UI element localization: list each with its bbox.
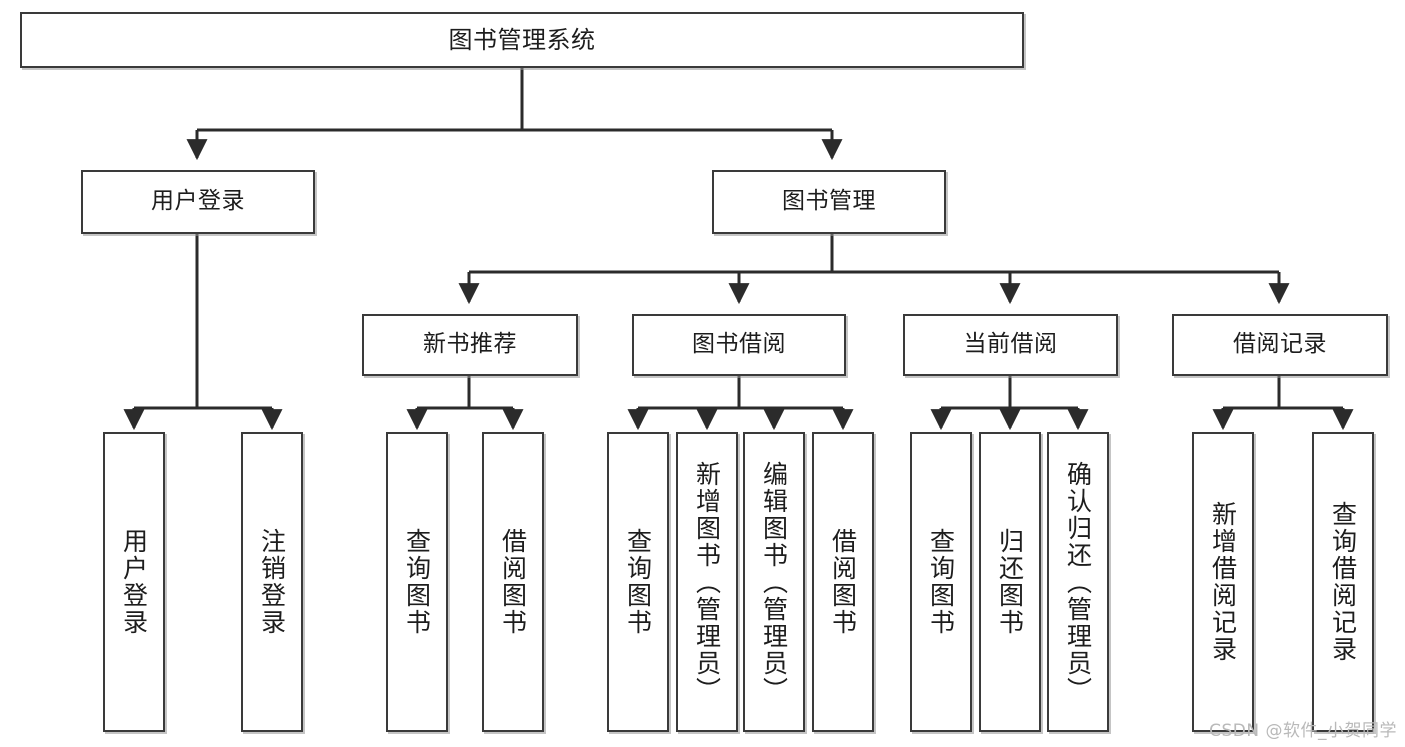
leaf-user-login-label: 用户登录 [119,528,149,636]
node-new-book-recommend[interactable]: 新书推荐 [362,314,578,376]
leaf-logout-login-label: 注销登录 [257,528,287,636]
leaf-query-book-3[interactable]: 查询图书 [910,432,972,732]
node-user-login[interactable]: 用户登录 [81,170,315,234]
leaf-query-book-1[interactable]: 查询图书 [386,432,448,732]
leaf-query-book-1-label: 查询图书 [402,528,432,636]
leaf-query-book-3-label: 查询图书 [926,528,956,636]
node-book-borrow[interactable]: 图书借阅 [632,314,846,376]
leaf-user-login[interactable]: 用户登录 [103,432,165,732]
node-book-manage-label: 图书管理 [782,188,876,215]
leaf-edit-book[interactable]: 编辑图书（管理员） [743,432,805,732]
leaf-query-record[interactable]: 查询借阅记录 [1312,432,1374,732]
leaf-borrow-book-1[interactable]: 借阅图书 [482,432,544,732]
leaf-confirm-return[interactable]: 确认归还（管理员） [1047,432,1109,732]
leaf-query-book-2[interactable]: 查询图书 [607,432,669,732]
node-user-login-label: 用户登录 [151,188,245,215]
csdn-watermark: CSDN @软件_小贺同学 [1209,721,1397,741]
leaf-query-record-label: 查询借阅记录 [1328,501,1358,663]
leaf-borrow-book-1-label: 借阅图书 [498,528,528,636]
leaf-edit-book-label: 编辑图书（管理员） [759,460,789,704]
node-book-manage[interactable]: 图书管理 [712,170,946,234]
node-borrow-record[interactable]: 借阅记录 [1172,314,1388,376]
node-book-borrow-label: 图书借阅 [692,331,786,358]
node-current-borrow-label: 当前借阅 [963,331,1058,358]
node-current-borrow[interactable]: 当前借阅 [903,314,1118,376]
leaf-add-record-label: 新增借阅记录 [1208,501,1238,663]
leaf-borrow-book-2-label: 借阅图书 [828,528,858,636]
node-new-book-recommend-label: 新书推荐 [423,331,517,358]
leaf-return-book-label: 归还图书 [995,528,1025,636]
leaf-return-book[interactable]: 归还图书 [979,432,1041,732]
leaf-add-book[interactable]: 新增图书（管理员） [676,432,738,732]
leaf-add-record[interactable]: 新增借阅记录 [1192,432,1254,732]
leaf-logout-login[interactable]: 注销登录 [241,432,303,732]
node-root-label: 图书管理系统 [448,25,596,54]
leaf-query-book-2-label: 查询图书 [623,528,653,636]
leaf-borrow-book-2[interactable]: 借阅图书 [812,432,874,732]
node-borrow-record-label: 借阅记录 [1233,331,1327,358]
leaf-confirm-return-label: 确认归还（管理员） [1063,460,1093,704]
leaf-add-book-label: 新增图书（管理员） [692,460,722,704]
node-root[interactable]: 图书管理系统 [20,12,1024,68]
